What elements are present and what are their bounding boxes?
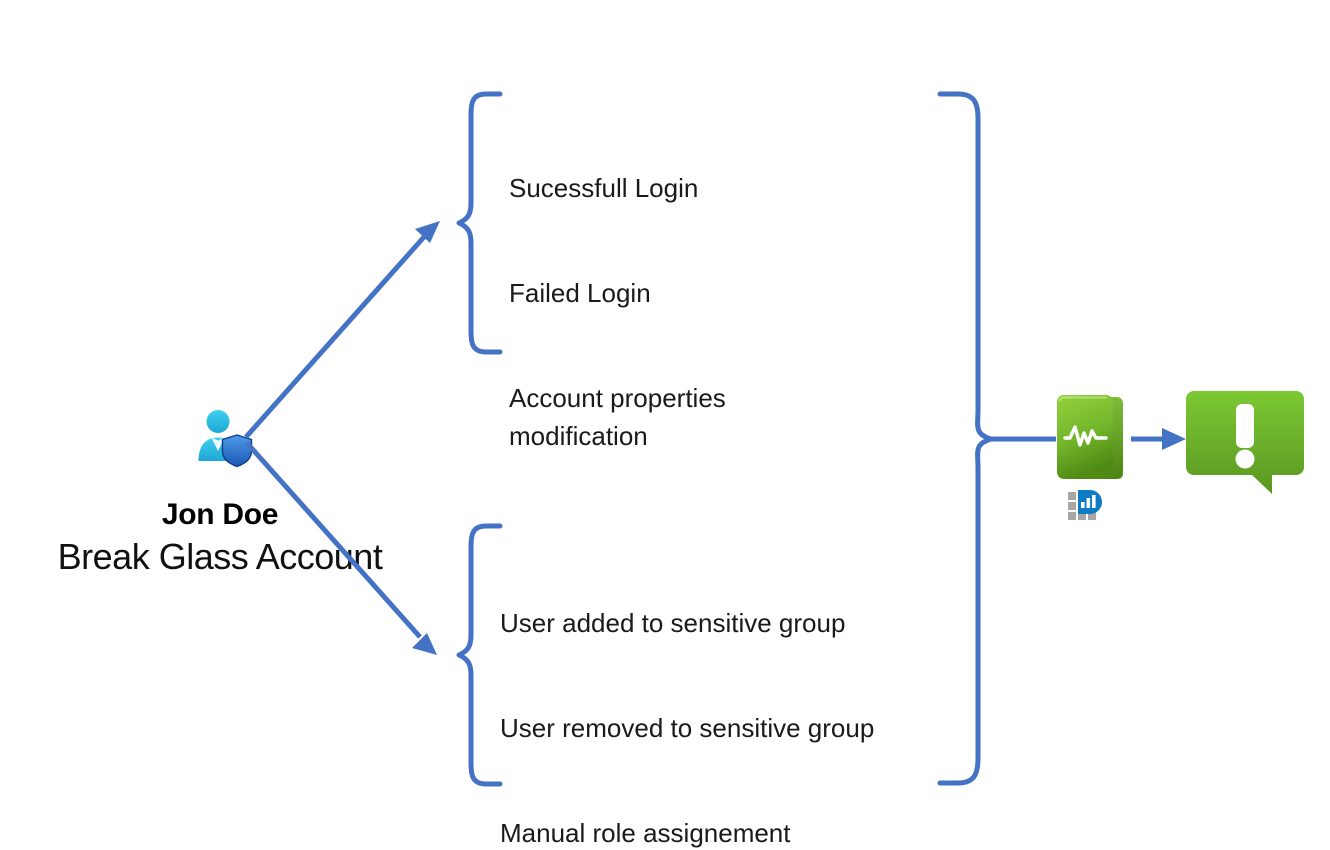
list-item: Failed Login (509, 278, 651, 308)
brace-signin-events (456, 91, 503, 355)
user-shield-icon (192, 406, 260, 474)
list-item: Manual role assignement (500, 818, 791, 848)
arrow-up-right-icon (244, 221, 440, 439)
account-subtitle: Break Glass Account (57, 536, 383, 577)
list-item: User removed to sensitive group (500, 713, 875, 743)
arrow-right-icon (1131, 428, 1186, 450)
brace-privilege-events (456, 523, 503, 787)
list-item: User added to sensitive group (500, 608, 846, 638)
list-item: Account properties modification (509, 383, 726, 451)
list-item: Sucessfull Login (509, 173, 699, 203)
signin-events-list: Sucessfull Login Failed Login Account pr… (509, 131, 909, 522)
alert-exclamation-bubble-icon (1186, 391, 1304, 495)
account-name: Jon Doe (161, 498, 279, 531)
log-book-icon (1055, 393, 1125, 481)
analytics-bar-chart-icon (1068, 487, 1110, 521)
privilege-events-list: User added to sensitive group User remov… (500, 566, 970, 850)
